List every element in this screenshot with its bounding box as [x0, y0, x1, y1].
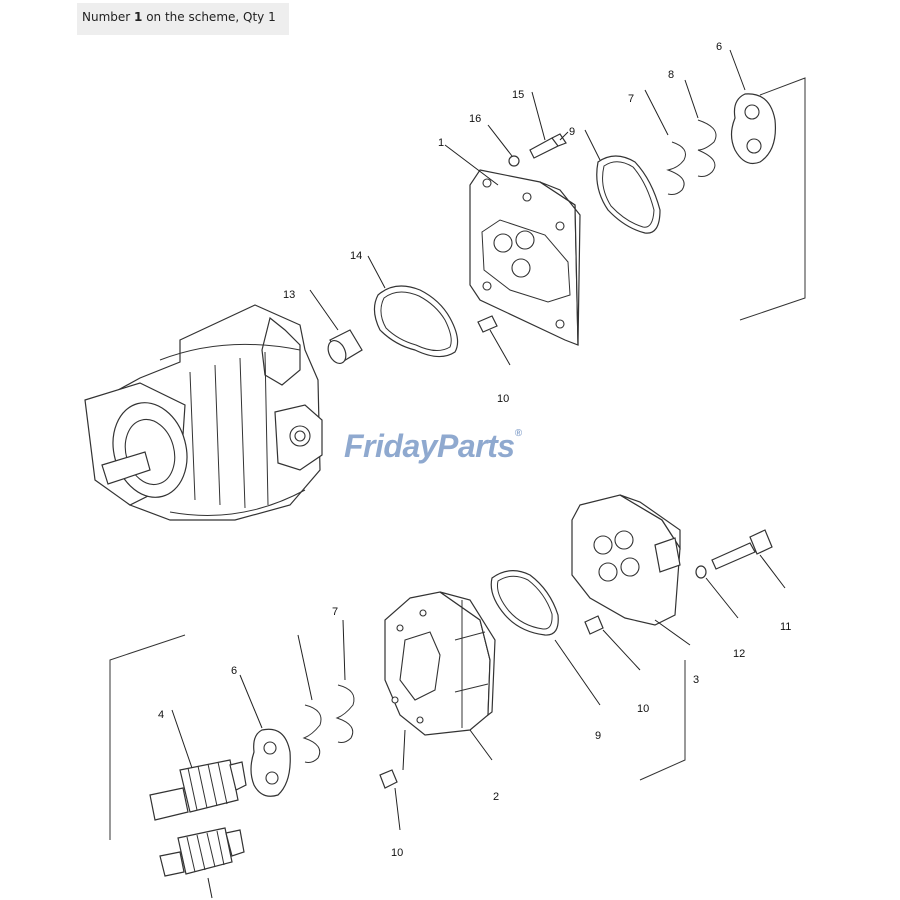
dowel-pin-upper	[477, 315, 498, 333]
part-caption: Number 1 on the scheme, Qty 1	[77, 3, 289, 35]
caption-suffix: on the scheme, Qty 1	[142, 10, 276, 24]
drive-gear-shaft-4	[149, 759, 247, 821]
callout-14: 14	[350, 250, 362, 262]
end-cover-3	[571, 494, 681, 626]
plate-6-upper	[730, 93, 777, 165]
fridayparts-watermark-logo: FridayParts®	[344, 428, 522, 465]
callout-9-lower: 9	[595, 730, 601, 742]
bushing-13	[327, 329, 363, 364]
callout-16: 16	[469, 113, 481, 125]
callout-12: 12	[733, 648, 745, 660]
gasket-14	[373, 285, 459, 358]
gear-housing-2	[384, 591, 496, 736]
frame-line-bottom-left	[109, 634, 186, 840]
plate-6-lower	[250, 728, 291, 797]
callouts: 1 2 3 4 6 6 7 7 8 9 9 10 10 10 10 11 12 …	[158, 41, 791, 859]
dowel-pin-lower-center	[379, 769, 398, 789]
callout-6-upper: 6	[716, 41, 722, 53]
gasket-upper-9	[596, 155, 661, 234]
callout-2: 2	[493, 791, 499, 803]
washer-16	[508, 155, 520, 167]
caption-part-number: 1	[134, 10, 143, 24]
snap-ring-7-lower	[302, 704, 322, 763]
pump-body-assembly	[84, 304, 323, 521]
washer-12	[695, 565, 707, 579]
ring-8-upper	[697, 119, 717, 177]
callout-3: 3	[693, 674, 699, 686]
watermark-registered-mark: ®	[514, 428, 522, 439]
callout-13: 13	[283, 289, 295, 301]
flange-plate	[469, 169, 581, 346]
callout-10-right: 10	[637, 703, 649, 715]
leader-lines	[171, 49, 786, 899]
callout-9-upper: 9	[569, 126, 575, 138]
callout-4: 4	[158, 709, 164, 721]
frame-line-bottom-right	[639, 660, 686, 781]
frame-line-top-right	[739, 77, 806, 321]
callout-10-bottom: 10	[391, 847, 403, 859]
watermark-name: FridayParts	[344, 428, 515, 464]
callout-10-upper: 10	[497, 393, 509, 405]
callout-6-lower: 6	[231, 665, 237, 677]
gasket-lower-9	[490, 570, 559, 636]
bolt-15	[529, 133, 567, 159]
snap-ring-7-upper	[666, 141, 686, 195]
dowel-pin-lower-right	[584, 615, 604, 635]
snap-ring-8-lower	[335, 684, 355, 743]
bolt-11	[711, 529, 773, 570]
callout-7-upper: 7	[628, 93, 634, 105]
callout-15: 15	[512, 89, 524, 101]
caption-prefix: Number	[82, 10, 135, 24]
driven-gear-shaft	[159, 827, 245, 877]
callout-8: 8	[668, 69, 674, 81]
callout-1: 1	[438, 137, 444, 149]
callout-11: 11	[780, 621, 791, 633]
callout-7-lower: 7	[332, 606, 338, 618]
